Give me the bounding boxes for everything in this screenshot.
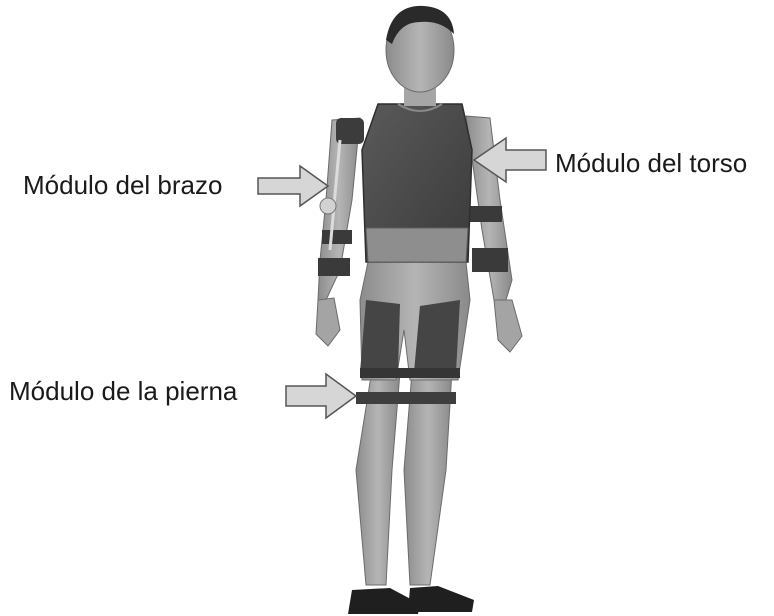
arrow-to-leg bbox=[285, 372, 358, 420]
shoes bbox=[348, 586, 474, 614]
arrow-to-torso bbox=[472, 136, 547, 184]
leg-strap bbox=[356, 392, 404, 404]
arrow-to-arm bbox=[257, 164, 330, 208]
leg-strap bbox=[404, 392, 456, 404]
torso-module bbox=[361, 103, 473, 263]
head bbox=[385, 5, 455, 106]
leg-module bbox=[359, 261, 471, 381]
legs bbox=[355, 369, 456, 586]
torso-module-label: Módulo del torso bbox=[555, 148, 748, 178]
leg-module-label: Módulo de la pierna bbox=[9, 376, 238, 406]
arm-module bbox=[315, 117, 364, 347]
arm-module-label: Módulo del brazo bbox=[23, 170, 223, 200]
